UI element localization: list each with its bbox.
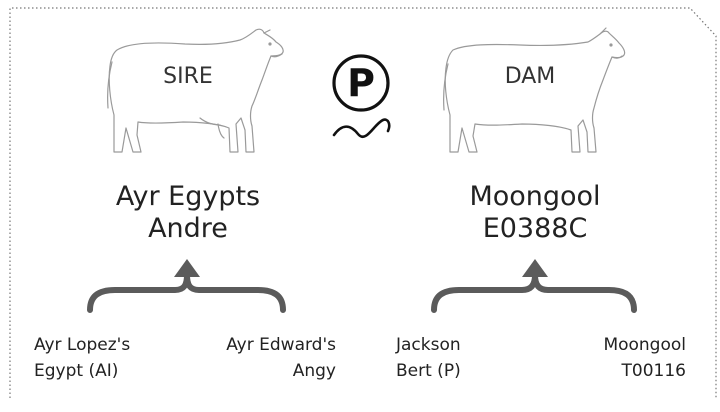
dam-parent-1-line1: Jackson: [396, 335, 461, 355]
dam-name-line1: Moongool: [469, 181, 601, 212]
dam-parent-2: Moongool T00116: [603, 333, 686, 384]
sire-parent-1-line2: Egypt (AI): [34, 360, 119, 381]
dam-parent-2-line1: Moongool: [603, 335, 686, 355]
poll-marker-icon: [332, 54, 391, 138]
dam-brace-arrow-icon: [431, 272, 637, 313]
dam-role-label: DAM: [504, 64, 556, 89]
dam-name: Moongool E0388C: [469, 181, 600, 244]
sire-brace-arrow-icon: [87, 272, 286, 313]
diagram-border: [9, 7, 717, 398]
dam-arrowhead: [522, 259, 548, 277]
bull-outline-icon: [107, 28, 284, 153]
sire-name-line1: Ayr Egypts: [115, 181, 261, 212]
sire-name-line2: Andre: [148, 212, 228, 244]
dam-parent-1-line2: Bert (P): [396, 360, 461, 381]
sire-parent-2-line2: Angy: [292, 360, 336, 381]
sire-role-label: SIRE: [163, 64, 213, 89]
sire-parent-1-line1: Ayr Lopez's: [34, 335, 131, 355]
cow-outline-icon: [443, 27, 626, 153]
dam-parent-1: Jackson Bert (P): [396, 333, 461, 384]
sire-parent-2: Ayr Edward's Angy: [226, 333, 336, 384]
sire-name: Ayr Egypts Andre: [116, 181, 260, 244]
dam-parent-2-line2: T00116: [621, 360, 686, 381]
poll-symbol-letter: P: [347, 61, 375, 105]
dam-name-line2: E0388C: [482, 212, 588, 244]
sire-parent-1: Ayr Lopez's Egypt (AI): [34, 333, 130, 384]
sire-arrowhead: [174, 259, 200, 277]
sire-parent-2-line1: Ayr Edward's: [226, 335, 336, 355]
